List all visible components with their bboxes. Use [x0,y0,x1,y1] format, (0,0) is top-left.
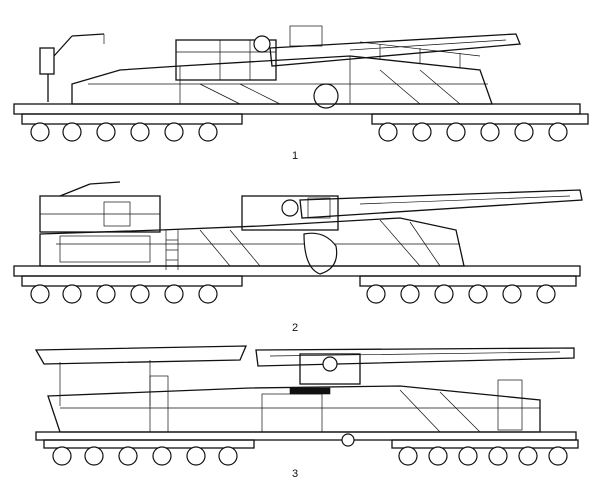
gun-barrel [255,347,575,367]
crane-arm [39,181,161,233]
main-girder [71,55,493,109]
main-girder [47,375,541,433]
main-girder [39,217,465,275]
chassis-deck [35,431,577,441]
front-bogie [21,113,243,142]
rear-bogie [359,275,577,304]
figure-label-2: 2 [292,322,299,334]
railing [359,41,481,68]
chassis-deck [13,103,581,115]
rear-bogie [391,439,579,466]
breech-mechanism [175,25,323,81]
panel-2 [0,174,600,334]
crane-arm [39,33,105,102]
upper-deck [34,345,247,406]
panel-3 [0,336,600,486]
figure-label-1: 1 [292,150,299,162]
railway-gun-side-view-1 [13,25,589,142]
breech-mechanism [289,353,361,395]
figure-label-3: 3 [292,468,299,480]
railway-gun-side-view-3 [34,345,579,466]
center-support [341,433,355,447]
gun-barrel [299,189,583,219]
chassis-deck [13,265,581,277]
breech-mechanism [241,195,339,231]
rear-bogie [371,113,589,142]
panel-1 [0,0,600,160]
front-bogie [43,439,255,466]
railway-gun-side-view-2 [13,181,583,304]
front-bogie [21,275,243,304]
